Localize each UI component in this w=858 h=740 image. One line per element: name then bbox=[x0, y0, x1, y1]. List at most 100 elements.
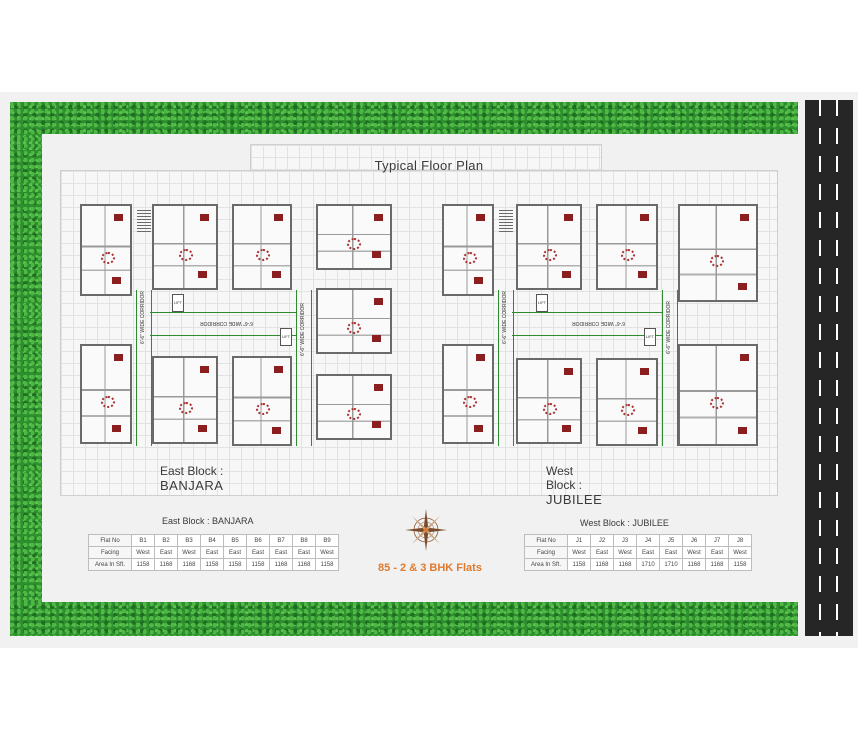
facing-cell: West bbox=[131, 546, 155, 559]
facing-cell: West bbox=[682, 546, 706, 559]
facing-cell: West bbox=[567, 546, 591, 559]
flat-b3 bbox=[232, 204, 292, 290]
facing-cell: East bbox=[200, 546, 224, 559]
flat-b4 bbox=[316, 204, 392, 270]
row-label: Facing bbox=[524, 546, 568, 559]
flat-no-cell: J2 bbox=[590, 534, 614, 547]
west-flats-table: Flat No J1 J2 J3 J4 J5 J6 J7 J8 Facing W… bbox=[524, 534, 752, 571]
flat-no-cell: B9 bbox=[315, 534, 339, 547]
area-cell: 1158 bbox=[223, 558, 247, 571]
hedge-left bbox=[10, 102, 42, 636]
east-corridor-vertical-left bbox=[136, 290, 152, 446]
west-staircase bbox=[499, 210, 513, 232]
facing-cell: East bbox=[636, 546, 660, 559]
flat-b8 bbox=[152, 356, 218, 444]
table-row: Flat No B1 B2 B3 B4 B5 B6 B7 B8 B9 bbox=[88, 534, 339, 547]
flat-b6 bbox=[316, 374, 392, 440]
flat-b2 bbox=[152, 204, 218, 290]
road-lane-marking bbox=[819, 100, 821, 636]
east-corridor-horizontal bbox=[150, 312, 296, 336]
flat-b5 bbox=[316, 288, 392, 354]
west-block-label-name: JUBILEE bbox=[546, 492, 603, 507]
flat-j7 bbox=[516, 358, 582, 444]
compass-rose-icon bbox=[405, 509, 447, 551]
east-lift-left: LIFT bbox=[172, 294, 184, 312]
flat-no-cell: J8 bbox=[728, 534, 752, 547]
flat-b9 bbox=[80, 344, 132, 444]
east-staircase bbox=[137, 210, 151, 232]
area-cell: 1168 bbox=[154, 558, 178, 571]
flat-no-cell: B8 bbox=[292, 534, 316, 547]
east-block-label-name: BANJARA bbox=[160, 478, 224, 493]
west-block-label-prefix: West Block : bbox=[546, 464, 583, 492]
row-label: Area In Sft. bbox=[524, 558, 568, 571]
flat-no-cell: J4 bbox=[636, 534, 660, 547]
flat-j4 bbox=[678, 204, 758, 302]
flat-j8 bbox=[442, 344, 494, 444]
flat-no-cell: J5 bbox=[659, 534, 683, 547]
west-block-label: West Block : JUBILEE bbox=[546, 464, 602, 507]
row-label: Flat No bbox=[88, 534, 132, 547]
facing-cell: East bbox=[590, 546, 614, 559]
area-cell: 1168 bbox=[292, 558, 316, 571]
flat-no-cell: J1 bbox=[567, 534, 591, 547]
flat-no-cell: B7 bbox=[269, 534, 293, 547]
site-plan: Typical Floor Plan 6'-6" WIDE CORRIDOR 6… bbox=[0, 92, 858, 648]
area-cell: 1168 bbox=[177, 558, 201, 571]
flat-no-cell: J3 bbox=[613, 534, 637, 547]
title-tab bbox=[250, 144, 602, 173]
hedge-top bbox=[10, 102, 798, 134]
area-cell: 1168 bbox=[613, 558, 637, 571]
plan-title: Typical Floor Plan bbox=[374, 158, 484, 173]
east-block-label-prefix: East Block : bbox=[160, 464, 224, 478]
row-label: Flat No bbox=[524, 534, 568, 547]
flat-no-cell: B1 bbox=[131, 534, 155, 547]
east-block-label: East Block : BANJARA bbox=[160, 464, 223, 493]
flats-summary: 85 - 2 & 3 BHK Flats bbox=[378, 562, 482, 574]
flat-no-cell: B4 bbox=[200, 534, 224, 547]
flat-no-cell: J7 bbox=[705, 534, 729, 547]
road bbox=[805, 100, 853, 636]
west-corridor-vertical-left bbox=[498, 290, 514, 446]
east-table-title: East Block : BANJARA bbox=[162, 516, 254, 526]
east-corridor-vertical-label: 6'-6" WIDE CORRIDOR bbox=[300, 302, 306, 356]
facing-cell: West bbox=[728, 546, 752, 559]
facing-cell: West bbox=[315, 546, 339, 559]
east-corridor-vertical-label: 6'-6" WIDE CORRIDOR bbox=[140, 290, 146, 344]
flat-j5 bbox=[678, 344, 758, 446]
east-corridor-vertical-right bbox=[296, 290, 312, 446]
west-lift-left: LIFT bbox=[536, 294, 548, 312]
area-cell: 1158 bbox=[246, 558, 270, 571]
flat-b7 bbox=[232, 356, 292, 446]
road-lane-marking bbox=[836, 100, 838, 636]
east-lift-right: LIFT bbox=[280, 328, 292, 346]
flat-b1 bbox=[80, 204, 132, 296]
west-corridor-vertical-label: 6'-6" WIDE CORRIDOR bbox=[502, 290, 508, 344]
area-cell: 1168 bbox=[682, 558, 706, 571]
facing-cell: West bbox=[177, 546, 201, 559]
west-table-title: West Block : JUBILEE bbox=[580, 518, 669, 528]
flat-no-cell: B2 bbox=[154, 534, 178, 547]
area-cell: 1158 bbox=[567, 558, 591, 571]
area-cell: 1168 bbox=[705, 558, 729, 571]
area-cell: 1710 bbox=[659, 558, 683, 571]
facing-cell: East bbox=[659, 546, 683, 559]
flat-no-cell: B6 bbox=[246, 534, 270, 547]
row-label: Area In Sft. bbox=[88, 558, 132, 571]
row-label: Facing bbox=[88, 546, 132, 559]
east-flats-table: Flat No B1 B2 B3 B4 B5 B6 B7 B8 B9 Facin… bbox=[88, 534, 339, 571]
table-row: Area In Sft. 1158 1168 1168 1158 1158 11… bbox=[88, 558, 339, 571]
table-row: Area In Sft. 1158 1168 1168 1710 1710 11… bbox=[524, 558, 752, 571]
west-corridor-horizontal bbox=[512, 312, 662, 336]
west-corridor-vertical-right bbox=[662, 290, 678, 446]
facing-cell: East bbox=[154, 546, 178, 559]
facing-cell: East bbox=[705, 546, 729, 559]
facing-cell: East bbox=[223, 546, 247, 559]
facing-cell: East bbox=[246, 546, 270, 559]
facing-cell: West bbox=[613, 546, 637, 559]
west-corridor-vertical-label: 6'-6" WIDE CORRIDOR bbox=[666, 300, 672, 354]
flat-no-cell: B5 bbox=[223, 534, 247, 547]
flat-no-cell: J6 bbox=[682, 534, 706, 547]
area-cell: 1710 bbox=[636, 558, 660, 571]
facing-cell: East bbox=[292, 546, 316, 559]
